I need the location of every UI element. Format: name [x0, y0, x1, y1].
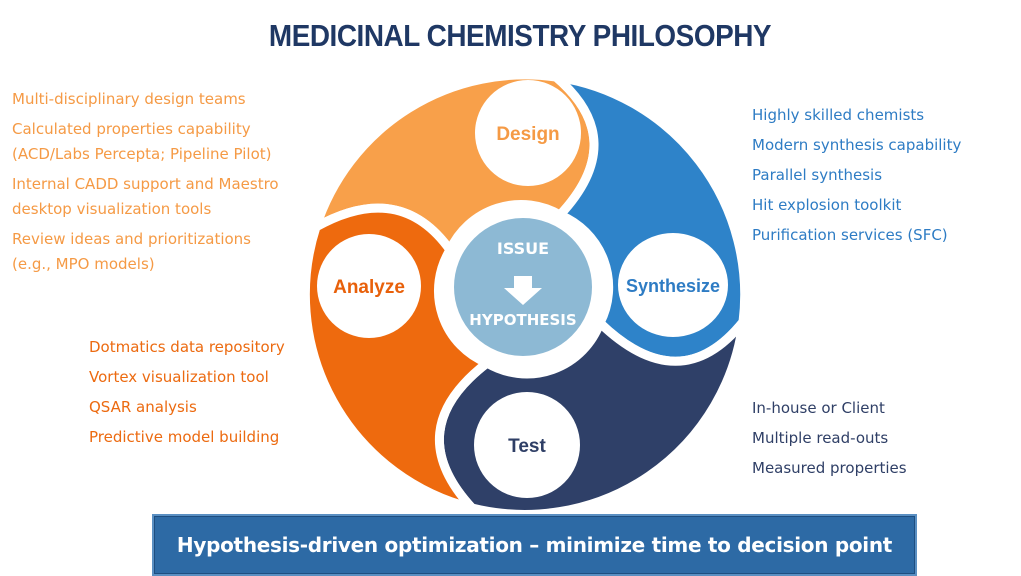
center-issue-label: ISSUE [497, 239, 549, 258]
analyze-item: Predictive model building [89, 428, 280, 446]
synthesize-label: Synthesize [626, 276, 720, 296]
test-item: Multiple read-outs [752, 429, 889, 447]
synthesize-item: Modern synthesis capability [752, 136, 962, 154]
test-label: Test [508, 436, 546, 457]
analyze-item: Vortex visualization tool [89, 368, 269, 386]
synthesize-item: Purification services (SFC) [752, 226, 948, 244]
synthesize-details: Highly skilled chemists Modern synthesis… [752, 108, 961, 258]
design-label: Design [496, 124, 559, 145]
summary-banner: Hypothesis-driven optimization – minimiz… [152, 514, 917, 576]
design-item: Multi-disciplinary design teams [12, 90, 246, 108]
synthesize-node [618, 233, 728, 337]
analyze-node [317, 234, 421, 338]
design-item: desktop visualization tools [12, 200, 212, 218]
page-title: MEDICINAL CHEMISTRY PHILOSOPHY [268, 18, 772, 53]
test-item: Measured properties [752, 459, 907, 477]
test-details: In-house or Client Multiple read-outs Me… [752, 401, 907, 491]
design-item: (ACD/Labs Percepta; Pipeline Pilot) [12, 145, 272, 163]
analyze-item: QSAR analysis [89, 398, 197, 416]
design-item: Internal CADD support and Maestro [12, 175, 279, 193]
design-item: Review ideas and prioritizations [12, 230, 251, 248]
test-node [474, 392, 580, 498]
analyze-details: Dotmatics data repository Vortex visuali… [89, 340, 285, 460]
design-details: Multi-disciplinary design teams Calculat… [12, 92, 279, 287]
analyze-item: Dotmatics data repository [89, 338, 285, 356]
down-arrow-icon [504, 276, 542, 305]
test-item: In-house or Client [752, 399, 885, 417]
synthesize-item: Highly skilled chemists [752, 106, 925, 124]
design-item: (e.g., MPO models) [12, 255, 155, 273]
analyze-label: Analyze [333, 277, 405, 298]
design-node [475, 80, 581, 186]
synthesize-item: Parallel synthesis [752, 166, 883, 184]
design-item: Calculated properties capability [12, 120, 251, 138]
center-hypothesis-label: HYPOTHESIS [469, 311, 576, 329]
banner-text: Hypothesis-driven optimization – minimiz… [176, 533, 893, 557]
synthesize-item: Hit explosion toolkit [752, 196, 902, 214]
